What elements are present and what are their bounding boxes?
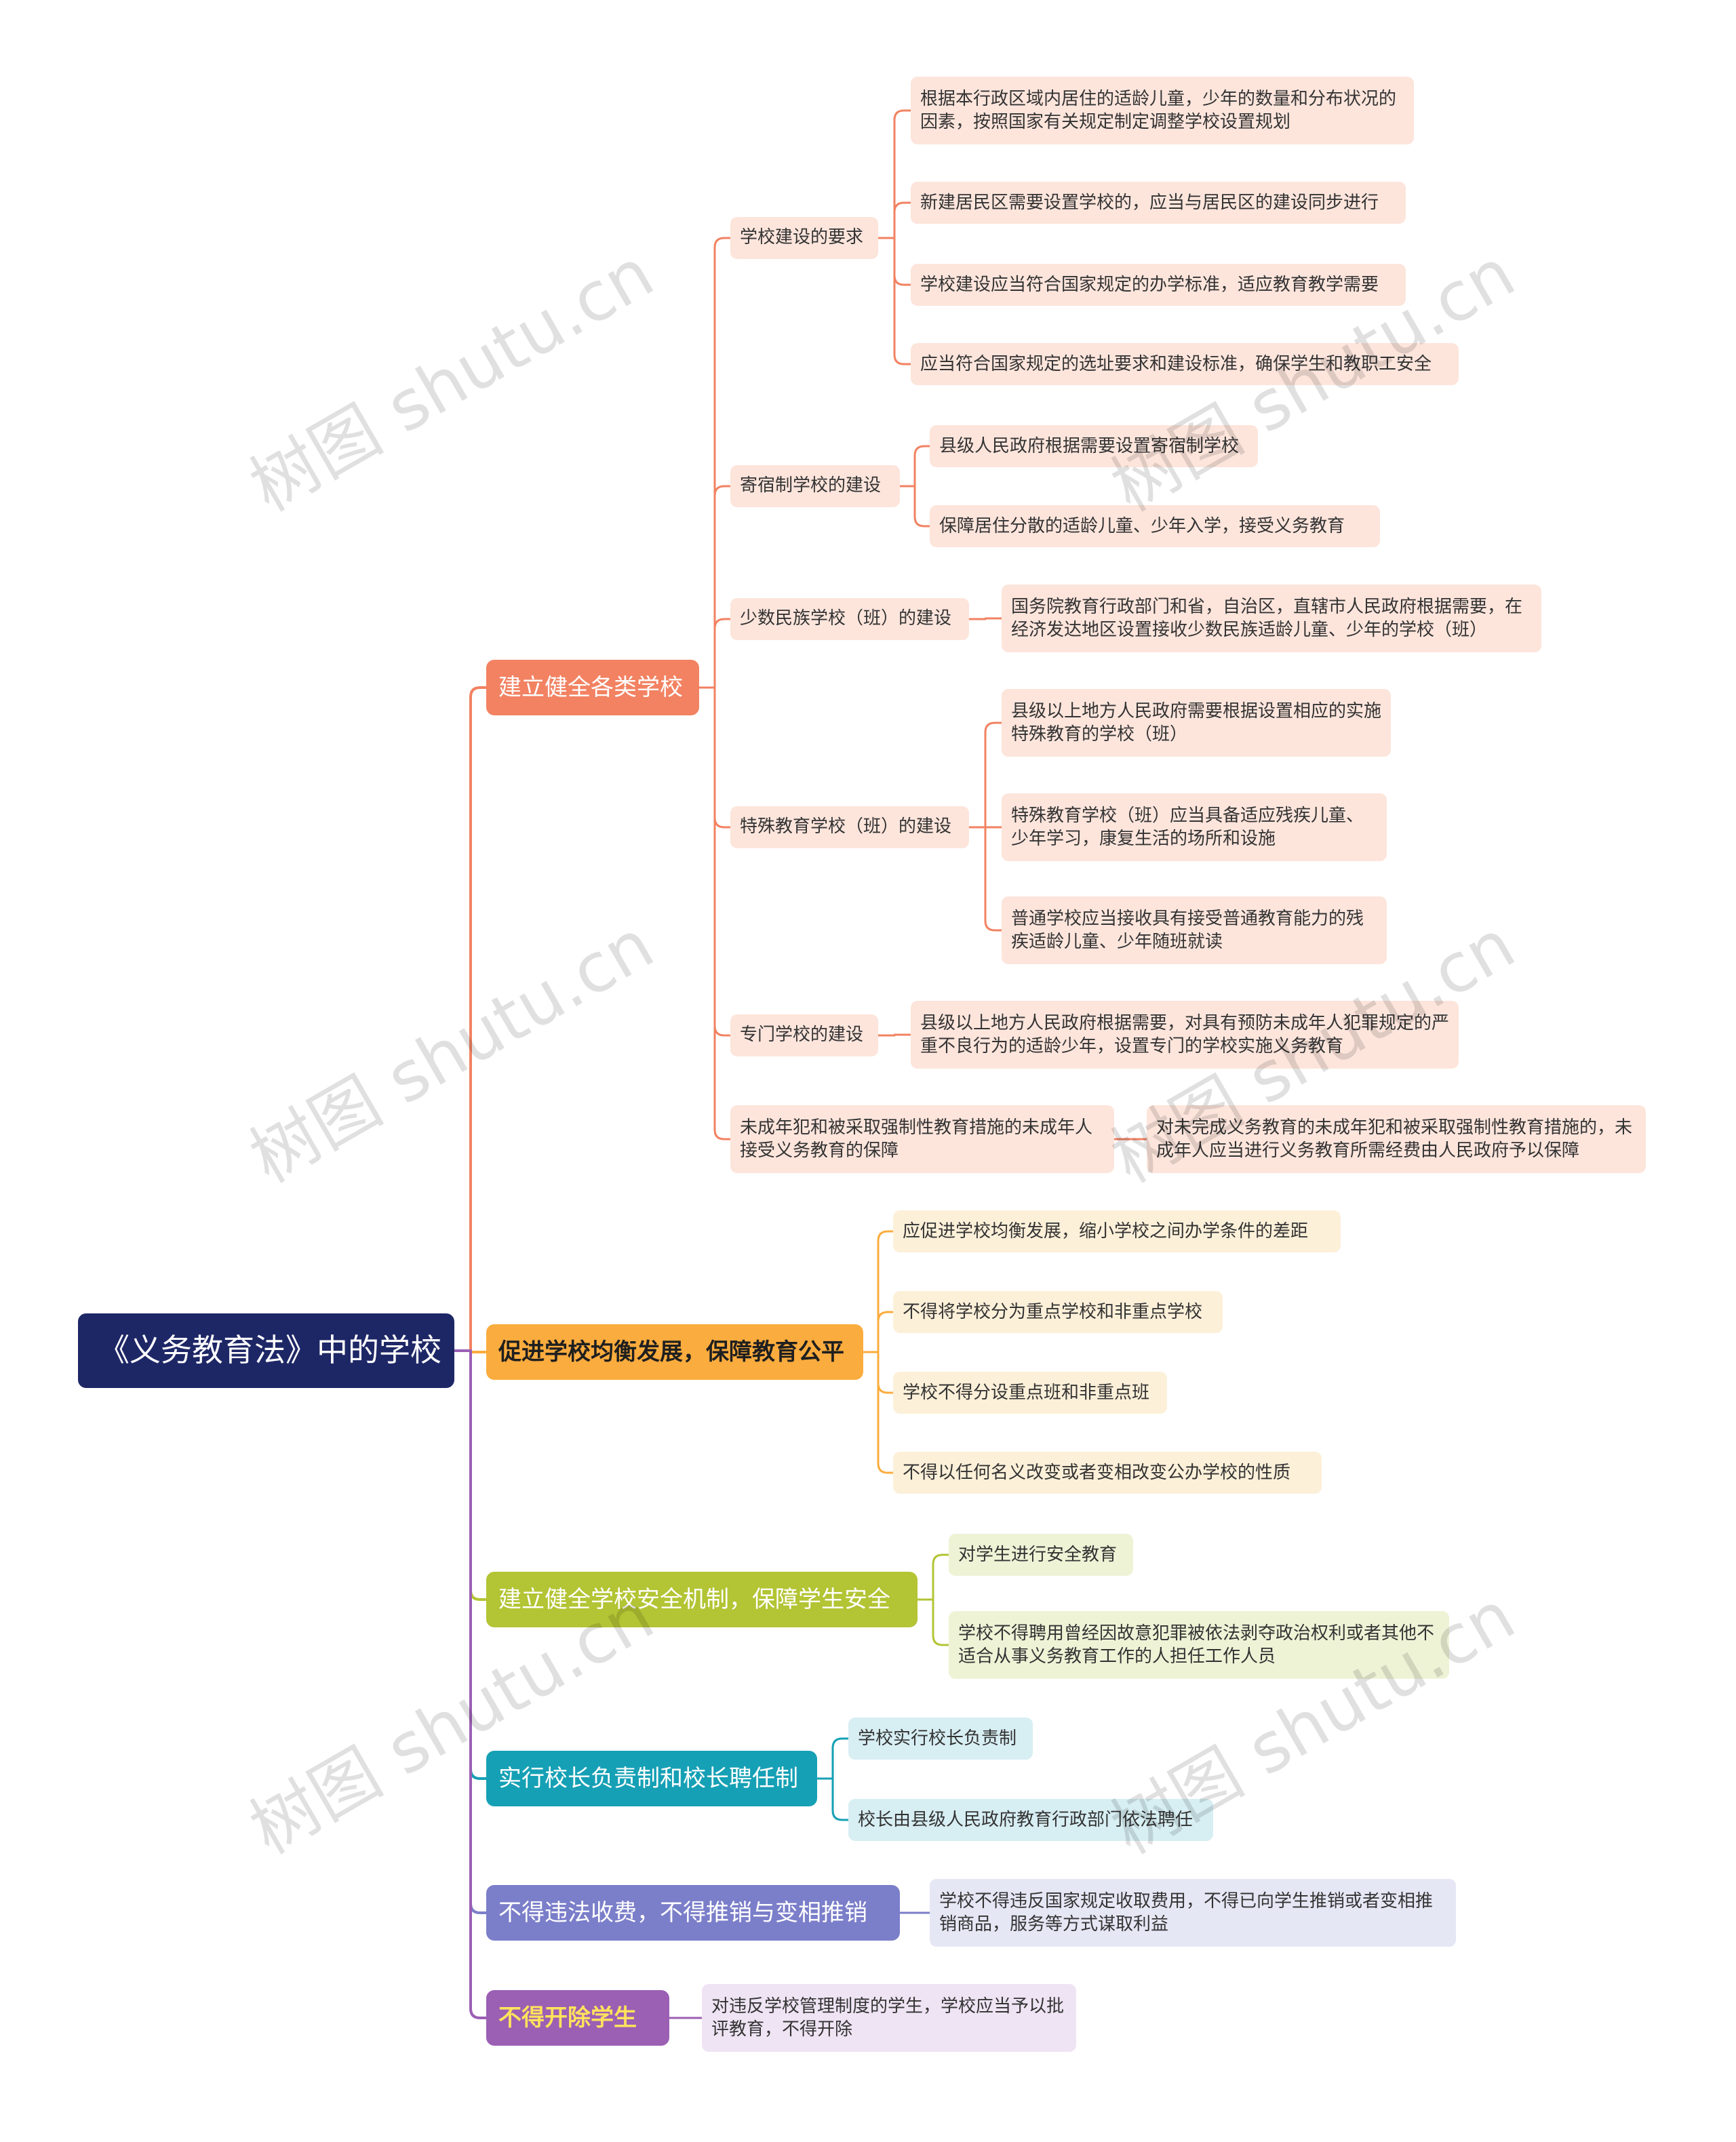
leaf-safety-education[interactable]: 对学生进行安全教育 [949,1534,1133,1576]
leaf-principal-appointment[interactable]: 校长由县级人民政府教育行政部门依法聘任 [848,1799,1213,1841]
leaf-principal-responsibility-system[interactable]: 学校实行校长负责制 [848,1718,1033,1760]
connector [713,485,732,689]
branch-balanced-development[interactable]: 促进学校均衡发展，保障教育公平 [486,1324,863,1380]
connector [984,721,1003,829]
leaf-delinquency-prevention[interactable]: 县级以上地方人民政府根据需要，对具有预防未成年人犯罪规定的严重不良行为的适龄少年… [911,1001,1459,1069]
connector [469,1349,488,1353]
leaf-narrow-gap[interactable]: 应促进学校均衡发展，缩小学校之间办学条件的差距 [893,1210,1341,1252]
branch-principal-responsibility[interactable]: 实行校长负责制和校长聘任制 [486,1751,817,1806]
leaf-public-school-nature[interactable]: 不得以任何名义改变或者变相改变公办学校的性质 [893,1452,1322,1494]
topic-boarding-schools[interactable]: 寄宿制学校的建设 [730,465,900,507]
leaf-no-illegal-charges[interactable]: 学校不得违反国家规定收取费用，不得已向学生推销或者变相推销商品，服务等方式谋取利… [930,1879,1456,1947]
leaf-no-key-schools[interactable]: 不得将学校分为重点学校和非重点学校 [893,1291,1223,1333]
branch-build-schools[interactable]: 建立健全各类学校 [486,660,699,715]
connector [932,1598,950,1646]
connector [913,485,931,528]
topic-special-schools[interactable]: 专门学校的建设 [730,1014,878,1056]
connector [877,1351,894,1394]
leaf-criticism-not-expulsion[interactable]: 对违反学校管理制度的学生，学校应当予以批评教育，不得开除 [702,1984,1076,2052]
leaf-school-standards[interactable]: 学校建设应当符合国家规定的办学标准，适应教育教学需要 [911,264,1406,306]
connector [877,1311,894,1353]
root-topic[interactable]: 《义务教育法》中的学校 [78,1313,454,1388]
connector [831,1737,850,1780]
connector [713,686,732,1141]
topic-juvenile-offender-education[interactable]: 未成年犯和被采取强制性教育措施的未成年人接受义务教育的保障 [730,1105,1114,1173]
connector [932,1553,950,1601]
leaf-school-planning[interactable]: 根据本行政区域内居住的适龄儿童，少年的数量和分布状况的因素，按照国家有关规定制定… [911,77,1414,144]
connector [893,237,912,365]
branch-no-expulsion[interactable]: 不得开除学生 [486,1990,669,2046]
leaf-scattered-children[interactable]: 保障居住分散的适龄儿童、少年入学，接受义务教育 [930,505,1380,547]
leaf-staff-hiring-restrictions[interactable]: 学校不得聘用曾经因故意犯罪被依法剥夺政治权利或者其他不适合从事义务教育工作的人担… [949,1611,1449,1679]
connector [913,445,931,488]
leaf-site-selection[interactable]: 应当符合国家规定的选址要求和建设标准，确保学生和教职工安全 [911,343,1459,385]
connector [893,201,912,239]
connector [469,1349,488,1601]
leaf-county-boarding[interactable]: 县级人民政府根据需要设置寄宿制学校 [930,425,1258,467]
connector [469,1349,488,1914]
connector [984,617,1003,620]
branch-school-safety[interactable]: 建立健全学校安全机制，保障学生安全 [486,1572,918,1627]
connector [469,686,488,1352]
connector [713,237,732,689]
leaf-new-residential-areas[interactable]: 新建居民区需要设置学校的，应当与居民区的建设同步进行 [911,182,1406,224]
leaf-special-education-facilities[interactable]: 特殊教育学校（班）应当具备适应残疾儿童、少年学习，康复生活的场所和设施 [1002,793,1387,861]
topic-school-construction-requirements[interactable]: 学校建设的要求 [730,217,878,259]
connector [893,237,912,286]
branch-no-illegal-fees[interactable]: 不得违法收费，不得推销与变相推销 [486,1885,900,1941]
leaf-juvenile-education-funding[interactable]: 对未完成义务教育的未成年犯和被采取强制性教育措施的，未成年人应当进行义务教育所需… [1147,1105,1646,1173]
topic-special-education-schools[interactable]: 特殊教育学校（班）的建设 [730,806,969,848]
connector [984,826,1003,932]
leaf-no-key-classes[interactable]: 学校不得分设重点班和非重点班 [893,1372,1167,1414]
connector [877,1230,894,1353]
connector [713,618,732,689]
leaf-inclusive-enrollment[interactable]: 普通学校应当接收具有接受普通教育能力的残疾适龄儿童、少年随班就读 [1002,896,1387,964]
topic-ethnic-minority-schools[interactable]: 少数民族学校（班）的建设 [730,598,969,640]
connector [831,1777,850,1821]
leaf-ethnic-minority-provision[interactable]: 国务院教育行政部门和省，自治区，直辖市人民政府根据需要，在经济发达地区设置接收少… [1002,584,1541,652]
connector [713,686,732,1037]
connector [893,109,912,239]
connector [877,1351,894,1474]
leaf-special-education-setup[interactable]: 县级以上地方人民政府需要根据设置相应的实施特殊教育的学校（班） [1002,689,1391,757]
connector [713,686,732,829]
connector [469,1349,488,2019]
connector [469,1349,488,1780]
